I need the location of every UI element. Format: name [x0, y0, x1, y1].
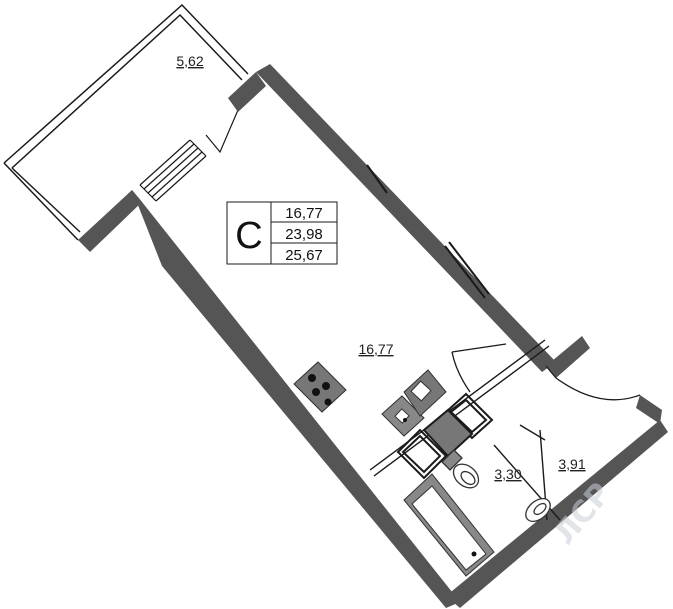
hallway-area-label: 3,91 [558, 456, 585, 472]
bathroom-area-label: 3,30 [494, 466, 521, 482]
apartment-type-letter: С [235, 215, 262, 257]
stove-icon [293, 361, 347, 413]
area-legend: С 16,77 23,98 25,67 [226, 201, 338, 265]
fridge-icon [403, 369, 447, 417]
living-room-area-label: 16,77 [358, 341, 393, 357]
washbasin-icon [525, 498, 551, 522]
bathtub-icon [403, 473, 495, 577]
kitchen-sink-icon [381, 395, 425, 437]
bathroom-door [451, 343, 507, 393]
balcony-door [139, 109, 239, 202]
toilet-icon [441, 449, 480, 489]
balcony-area-label: 5,62 [176, 53, 203, 69]
windows [366, 164, 490, 299]
entrance-door [545, 365, 641, 401]
legend-total-area: 23,98 [285, 226, 323, 243]
legend-living-area: 16,77 [285, 205, 323, 222]
balcony [3, 3, 249, 241]
walls [78, 64, 668, 608]
kitchen-cabinets [396, 392, 494, 480]
legend-total-area-with-balcony: 25,67 [285, 247, 323, 264]
